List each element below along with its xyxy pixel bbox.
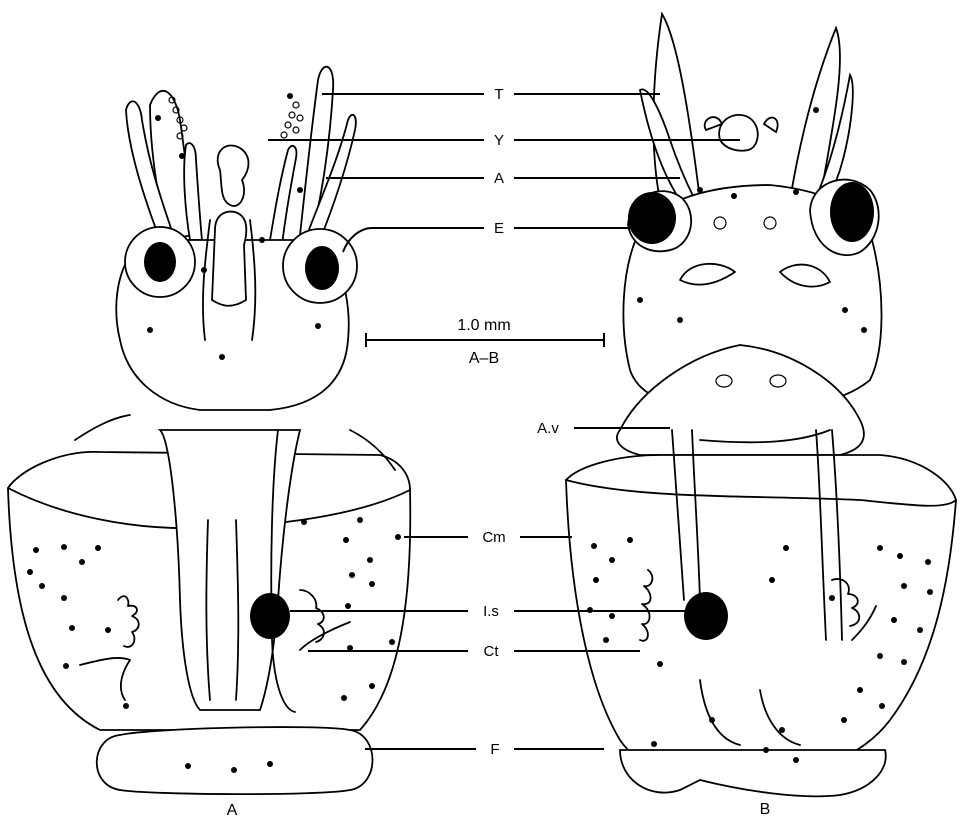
- label-cm: Cm: [482, 529, 505, 546]
- scale-bar: 1.0 mm A–B: [366, 317, 604, 367]
- specimen-a-drawing: [8, 67, 410, 794]
- scale-bar-value: 1.0 mm: [457, 317, 510, 334]
- label-eye: E: [494, 220, 504, 237]
- scale-bar-range: A–B: [469, 350, 499, 367]
- structure-labels: T Y A E A.v Cm I.s Ct F: [482, 86, 559, 758]
- specimen-b-drawing: [566, 14, 956, 796]
- panel-label-b: B: [760, 801, 771, 818]
- label-arm: A: [494, 170, 504, 187]
- label-ct: Ct: [484, 643, 500, 660]
- panel-label-a: A: [227, 802, 238, 819]
- label-y: Y: [494, 132, 504, 149]
- label-fin: F: [490, 741, 499, 758]
- label-tentacle: T: [494, 86, 503, 103]
- label-is: I.s: [483, 603, 499, 620]
- label-av: A.v: [537, 420, 559, 437]
